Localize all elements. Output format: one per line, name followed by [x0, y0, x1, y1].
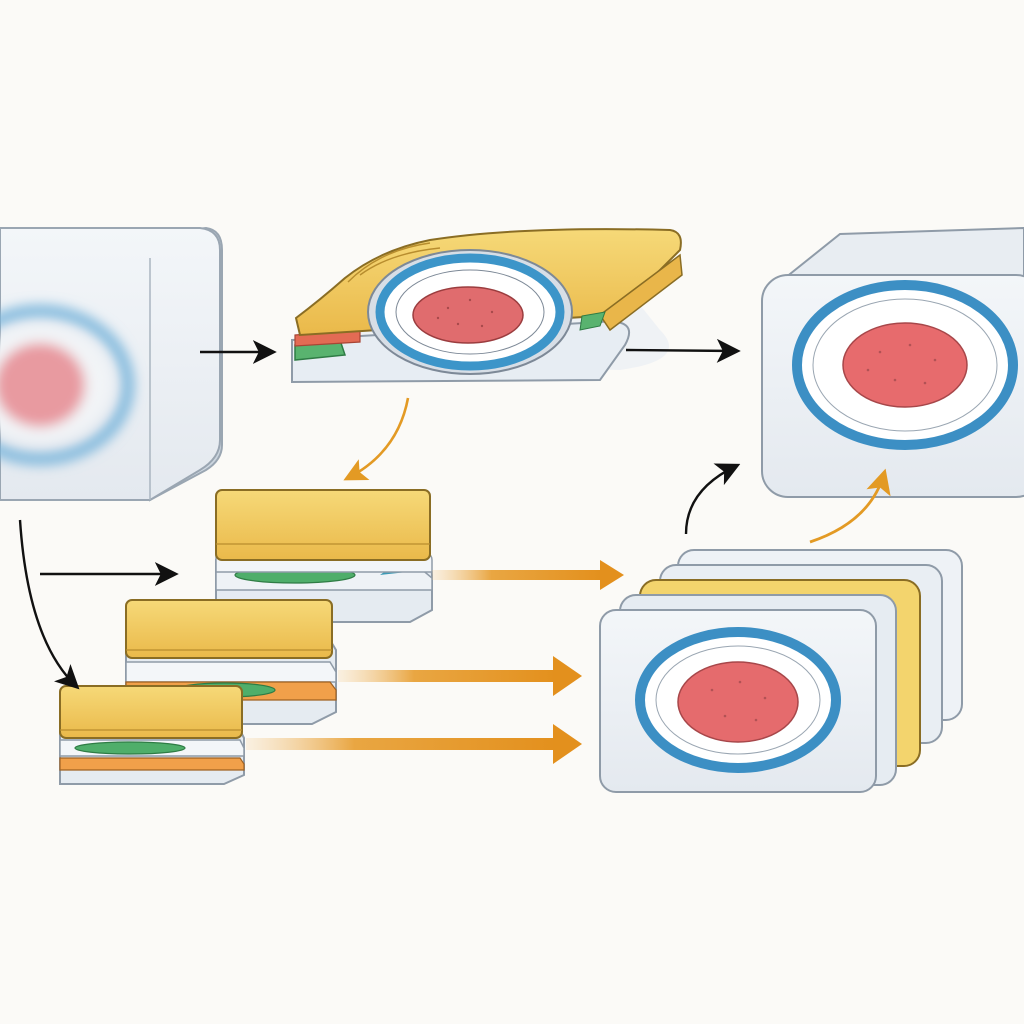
arrow-front-slice-to-stack — [246, 724, 582, 764]
arrow-stack-to-result — [684, 463, 741, 535]
bread-slice — [215, 489, 431, 561]
blurred-target-icon — [0, 305, 134, 465]
arrow-stack-up-orange — [809, 468, 891, 544]
result-center — [842, 322, 968, 408]
disc-center — [412, 286, 524, 344]
stacked-slices — [59, 489, 433, 785]
orange-transfer-arrows — [246, 560, 624, 764]
blurred-source-cube — [0, 226, 223, 502]
arrow-disc-to-slices — [343, 397, 410, 481]
flow-arrows — [18, 338, 891, 690]
arrow-middle-slice-to-stack — [338, 656, 582, 696]
combined-slab-stack — [599, 549, 963, 793]
sharp-result-cube — [761, 226, 1024, 498]
slice-back — [215, 489, 433, 623]
bread-slice — [59, 685, 243, 739]
arrow-back-slice-to-stack — [432, 560, 624, 590]
sliced-layered-disc — [291, 228, 683, 384]
arrow-disc-to-result — [625, 338, 741, 363]
arrow-source-down — [18, 519, 80, 690]
slice-front — [59, 685, 245, 785]
bread-slice — [125, 599, 333, 659]
panel-center — [677, 661, 799, 743]
